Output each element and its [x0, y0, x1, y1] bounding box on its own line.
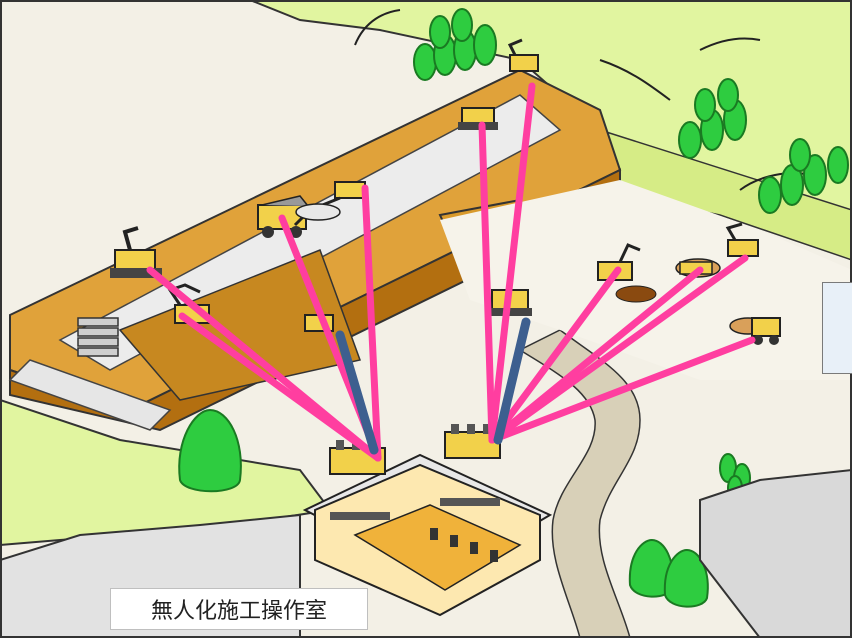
radio-link: [488, 336, 756, 444]
control-room-caption: 無人化施工操作室: [110, 588, 368, 630]
radio-link: [488, 254, 749, 444]
cross-embankment-face: [118, 249, 361, 401]
tree-icon: [429, 15, 451, 49]
tree-cluster-top: [413, 8, 497, 81]
rock-outcrop: [699, 468, 852, 638]
cable-link: [493, 317, 531, 445]
radio-link: [488, 82, 536, 444]
radio-link: [478, 121, 496, 444]
control-room-floor: [353, 504, 522, 591]
tree-icon: [758, 176, 782, 214]
hill-contour: [354, 9, 401, 46]
lower-road: [8, 359, 172, 431]
excavator-icon: [725, 222, 759, 257]
excavator-icon: [293, 181, 366, 227]
culvert-pipes: [77, 317, 119, 357]
excavator-icon: [597, 243, 657, 303]
excavator-icon: [507, 38, 539, 72]
tree-icon: [803, 154, 827, 196]
radio-link: [361, 184, 382, 462]
hill-contour: [599, 59, 671, 101]
cable-links: [335, 317, 531, 455]
control-room-windows: [330, 498, 500, 520]
radio-link: [178, 312, 382, 462]
tree-icon: [717, 78, 739, 112]
tree-icon: [413, 43, 437, 81]
operator-seats: [430, 528, 498, 562]
tree-cluster-far-right: [758, 138, 849, 214]
excavator-icon: [458, 107, 498, 130]
dump-truck-icon: [729, 317, 781, 345]
tree-icon: [827, 146, 849, 184]
tree-icon: [789, 138, 811, 172]
radio-link: [488, 266, 622, 444]
side-panel: [822, 282, 852, 374]
tree-left: [178, 408, 242, 493]
tree-icon: [451, 8, 473, 42]
tree-icon: [473, 24, 497, 66]
tree-cluster-right: [678, 78, 747, 159]
cable-link: [335, 330, 379, 455]
control-room-icon: [302, 453, 553, 617]
access-road: [518, 329, 641, 638]
excavator-icon: [110, 226, 162, 278]
radio-links: [146, 82, 756, 462]
tree-icon: [694, 88, 716, 122]
hill-contour: [699, 37, 761, 51]
tree-pair-bottom: [628, 538, 709, 608]
tree-icon: [628, 538, 674, 598]
tree-icon: [178, 408, 242, 493]
tree-icon: [678, 121, 702, 159]
control-room-caption-text: 無人化施工操作室: [150, 599, 327, 624]
